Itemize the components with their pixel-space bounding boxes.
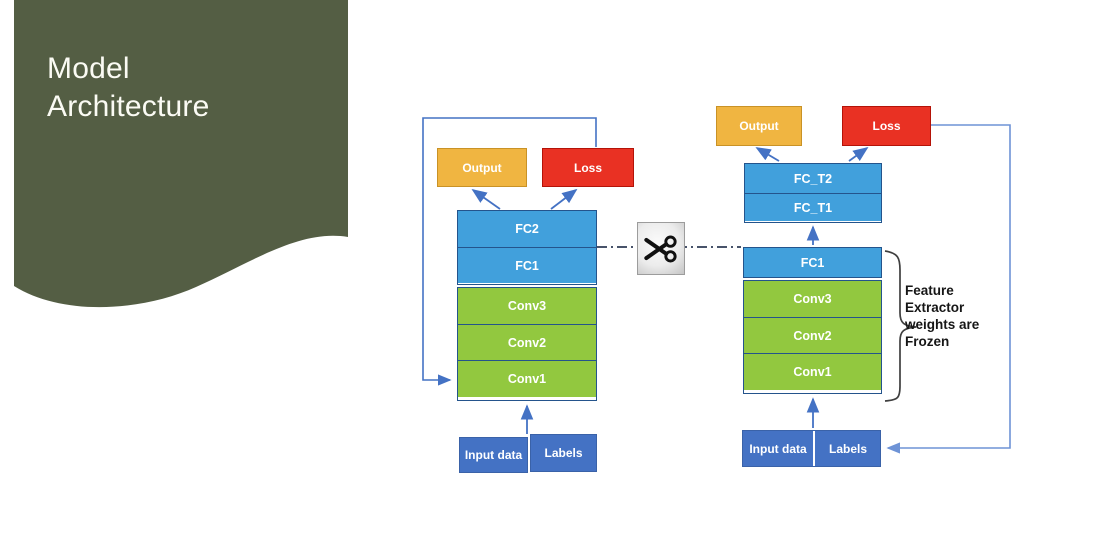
- left-fc2-to-output-arrow: [471, 188, 501, 210]
- scissors-blade-top: [644, 237, 669, 256]
- left-loss-box: Loss: [542, 148, 634, 187]
- right-input-data-label: Input data: [749, 441, 807, 456]
- left-layer-conv1: Conv1: [458, 360, 596, 397]
- right-output-label: Output: [739, 119, 779, 133]
- right-layer-fc1: FC1: [744, 248, 881, 277]
- left-loss-label: Loss: [573, 160, 602, 175]
- right-layer-conv3: Conv3: [744, 281, 881, 317]
- right-fct-stack: FC_T2 FC_T1: [744, 163, 882, 223]
- left-output-box: Output: [437, 148, 527, 187]
- scissors-loop-bottom: [664, 249, 677, 262]
- input-labels-divider: [813, 431, 815, 466]
- left-conv-stack: Conv3 Conv2 Conv1: [457, 287, 597, 401]
- right-layer-fct1: FC_T1: [745, 193, 881, 221]
- left-fc2-to-loss-arrow: [550, 188, 578, 210]
- left-labels-box: Labels: [530, 434, 597, 472]
- right-layer-conv2: Conv2: [744, 317, 881, 353]
- right-layer-conv1: Conv1: [744, 353, 881, 390]
- scissors-blade-bottom: [644, 241, 669, 260]
- left-input-data-label: Input data: [464, 448, 523, 462]
- right-output-box: Output: [716, 106, 802, 146]
- right-loss-box: Loss: [842, 106, 931, 146]
- left-input-data-box: Input data: [459, 437, 528, 473]
- right-loss-label: Loss: [872, 119, 901, 133]
- title-panel-shape: [14, 0, 348, 308]
- scissors-loop-top: [664, 235, 677, 248]
- frozen-annotation: Feature Extractor weights are Frozen: [905, 282, 1015, 350]
- left-fc-stack: FC2 FC1: [457, 210, 597, 285]
- right-layer-fct2: FC_T2: [745, 164, 881, 193]
- frozen-annotation-line1: Feature Extractor: [905, 283, 965, 315]
- right-labels-label: Labels: [828, 441, 867, 456]
- right-fc1-box: FC1: [743, 247, 882, 278]
- left-labels-label: Labels: [544, 446, 583, 460]
- right-conv-stack: Conv3 Conv2 Conv1: [743, 280, 882, 394]
- right-fct2-to-loss-arrow: [848, 146, 869, 162]
- scissors-chip: [637, 222, 685, 275]
- left-output-label: Output: [462, 160, 502, 175]
- left-layer-conv2: Conv2: [458, 324, 596, 360]
- wave-shape: [14, 0, 348, 308]
- left-layer-fc2: FC2: [458, 211, 596, 247]
- scissors-icon: [644, 235, 677, 262]
- left-layer-fc1: FC1: [458, 247, 596, 283]
- right-fct2-to-output-arrow: [755, 147, 780, 162]
- frozen-annotation-line2: weights are Frozen: [905, 317, 980, 349]
- left-layer-conv3: Conv3: [458, 288, 596, 324]
- right-input-labels-box: Input data Labels: [742, 430, 881, 467]
- page-title: Model Architecture: [47, 52, 210, 123]
